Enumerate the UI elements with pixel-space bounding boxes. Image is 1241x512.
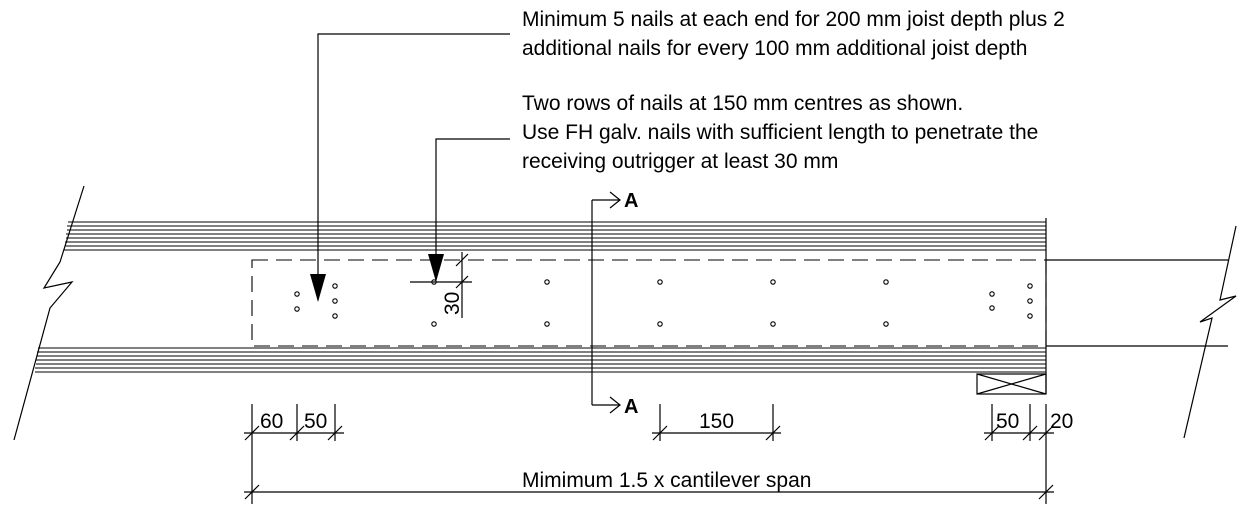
- nail: [883, 321, 889, 327]
- dim-nail-centres: 150: [699, 410, 734, 433]
- leader-arrowhead: [428, 254, 444, 282]
- dim-row-spacing: 50: [304, 410, 327, 433]
- note-nail-count-line-1: Minimum 5 nails at each end for 200 mm j…: [522, 8, 1065, 31]
- dim-right-row-spacing: 50: [996, 410, 1019, 433]
- nail: [657, 279, 663, 285]
- nail: [332, 313, 338, 319]
- dim-overall-length: Mimimum 1.5 x cantilever span: [522, 469, 811, 492]
- nail: [1027, 283, 1033, 289]
- section-label-bottom: A: [624, 396, 638, 418]
- leader-nail-rows: [428, 138, 510, 282]
- nail: [883, 279, 889, 285]
- section-marker: [591, 191, 621, 414]
- nail: [294, 291, 300, 297]
- nail: [1027, 298, 1033, 304]
- leader-arrowhead: [310, 274, 326, 302]
- nail-group-left: [294, 283, 338, 319]
- nail-rows: [431, 279, 889, 327]
- dim-right-end-distance: 20: [1050, 410, 1073, 433]
- nail: [989, 305, 995, 311]
- dim-end-distance: 60: [260, 410, 283, 433]
- nail: [1027, 313, 1033, 319]
- nail: [770, 321, 776, 327]
- nail-group-right: [989, 283, 1033, 319]
- note-nail-rows-line-2: Use FH galv. nails with sufficient lengt…: [522, 121, 1038, 144]
- nail: [431, 321, 437, 327]
- nail: [544, 279, 550, 285]
- left-break-line: [13, 185, 85, 441]
- nail: [544, 321, 550, 327]
- outrigger: [1046, 259, 1228, 347]
- nail: [332, 283, 338, 289]
- note-nail-count-line-2: additional nails for every 100 mm additi…: [522, 37, 1027, 60]
- nail: [657, 321, 663, 327]
- support-block: [976, 373, 1047, 395]
- note-nail-rows-line-1: Two rows of nails at 150 mm centres as s…: [522, 92, 963, 115]
- bottom-dimensions: [244, 404, 1054, 504]
- left-joist: [35, 218, 1047, 394]
- note-nail-rows-line-3: receiving outrigger at least 30 mm: [522, 150, 838, 173]
- nail: [294, 306, 300, 312]
- dim-edge-distance: 30: [441, 292, 464, 315]
- section-label-top: A: [624, 190, 638, 212]
- right-break-line: [1183, 225, 1237, 439]
- nail: [332, 298, 338, 304]
- nail: [989, 291, 995, 297]
- hidden-outrigger-outline: [251, 259, 1047, 347]
- nail: [770, 279, 776, 285]
- leader-nail-count: [310, 33, 510, 302]
- edge-distance-dimension: [410, 252, 472, 318]
